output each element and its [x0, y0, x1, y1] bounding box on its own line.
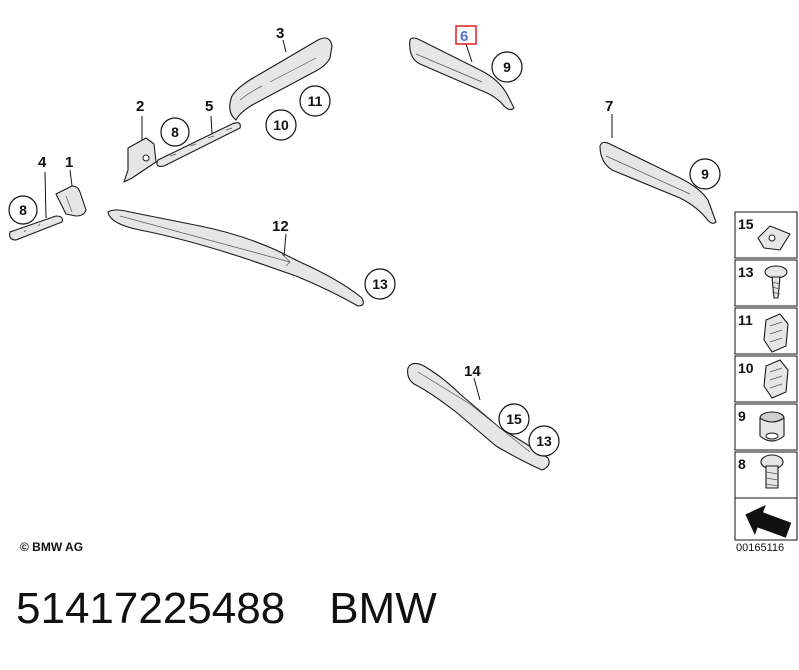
callout-11: 11	[299, 85, 331, 117]
svg-text:9: 9	[503, 59, 511, 75]
svg-text:8: 8	[19, 202, 27, 218]
label-3: 3	[276, 25, 284, 42]
leader-4	[44, 171, 47, 219]
label-12: 12	[272, 218, 289, 235]
nut-icon	[759, 411, 785, 442]
svg-text:13: 13	[372, 276, 388, 292]
callout-8-left: 8	[8, 195, 38, 225]
legend-9: 9	[738, 408, 746, 424]
part-6-trim[interactable]	[409, 37, 515, 111]
part-12-sill[interactable]	[107, 209, 364, 307]
svg-text:10: 10	[273, 117, 289, 133]
svg-text:9: 9	[701, 166, 709, 182]
legend-11: 11	[738, 312, 753, 328]
label-4: 4	[38, 154, 47, 171]
callout-13-upper: 13	[364, 268, 396, 300]
copyright: © BMW AG	[20, 540, 84, 554]
label-2: 2	[136, 98, 144, 115]
label-5: 5	[205, 98, 213, 115]
leader-14	[473, 377, 481, 401]
part-14-trim[interactable]	[407, 362, 550, 471]
legend-15: 15	[738, 216, 754, 232]
part-7-trim[interactable]	[599, 141, 717, 224]
callout-10: 10	[265, 109, 297, 141]
screw-icon	[764, 265, 788, 299]
leader-3	[282, 39, 287, 53]
part-1-clip[interactable]	[55, 185, 87, 217]
part-5-strip[interactable]	[156, 122, 241, 167]
svg-text:11: 11	[308, 93, 323, 109]
caption: 51417225488 BMW	[16, 584, 437, 634]
label-7: 7	[605, 98, 613, 115]
leader-5	[210, 115, 213, 135]
part-4-trim[interactable]	[9, 215, 63, 241]
callout-9-lower: 9	[689, 158, 721, 190]
callout-9-upper: 9	[491, 51, 523, 83]
clip-icon-10	[763, 359, 789, 399]
brand-name: BMW	[329, 584, 437, 633]
leader-6	[465, 43, 473, 63]
svg-text:15: 15	[506, 411, 522, 427]
label-1: 1	[65, 154, 73, 171]
part-number: 51417225488	[16, 584, 286, 633]
leader-1	[69, 169, 73, 187]
legend-13: 13	[738, 264, 754, 280]
doc-number: 00165116	[736, 542, 785, 554]
fastener-legend: 15 13 11 10 9	[734, 211, 798, 541]
label-6: 6	[460, 28, 468, 45]
clip-icon-11	[763, 313, 789, 353]
leader-12	[283, 233, 287, 257]
arrow-icon	[745, 504, 792, 538]
callout-13-lower: 13	[528, 425, 560, 457]
callout-8-upper: 8	[160, 117, 190, 147]
callout-15: 15	[498, 403, 530, 435]
part-3-trim[interactable]	[229, 37, 333, 121]
svg-text:13: 13	[536, 433, 552, 449]
part-2-bracket[interactable]	[123, 137, 157, 183]
svg-text:8: 8	[171, 124, 179, 140]
legend-8: 8	[738, 456, 746, 472]
highlight-6	[455, 25, 477, 45]
legend-10: 10	[738, 360, 754, 376]
label-14: 14	[464, 363, 481, 380]
clip-nut-icon	[757, 225, 791, 251]
bolt-icon	[760, 454, 784, 489]
